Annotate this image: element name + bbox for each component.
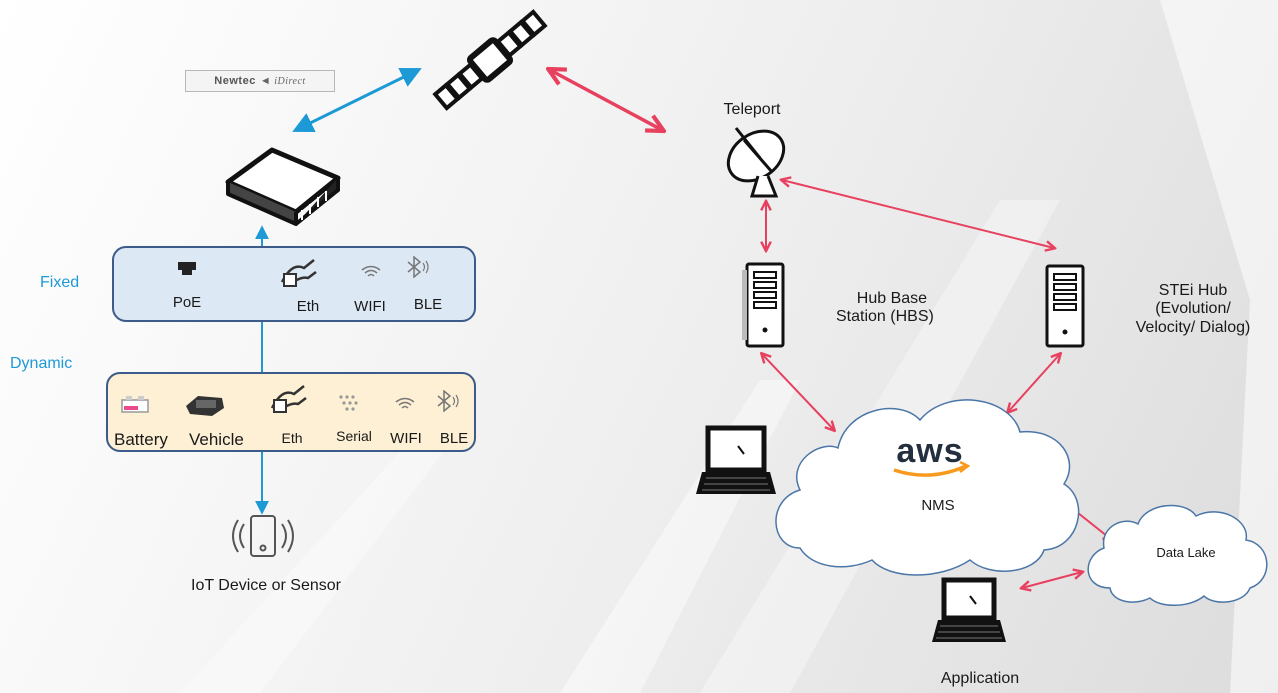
newtec-idirect-logo: Newtec ◄ iDirect — [185, 70, 335, 92]
teleport-stei-link — [782, 180, 1054, 248]
aws-logo-text: aws — [896, 432, 964, 470]
dynamic-serial-label: Serial — [336, 428, 372, 444]
terminal-satellite-link — [292, 67, 422, 133]
fixed-poe-label: PoE — [172, 294, 202, 311]
stei-label-line1: STEi Hub — [1158, 282, 1228, 299]
hbs-label: Hub Base Station (HBS) — [836, 290, 934, 327]
poe-icon — [178, 262, 196, 275]
nms-label: NMS — [921, 497, 955, 514]
bluetooth-icon — [407, 256, 429, 278]
logo-brand: Newtec — [214, 75, 256, 87]
laptop-icon — [696, 425, 776, 494]
application-label: Application — [940, 670, 1020, 687]
fixed-eth-label: Eth — [296, 298, 320, 315]
stei-label-line3: Velocity/ Dialog) — [1135, 318, 1251, 336]
dynamic-eth-label: Eth — [281, 430, 303, 446]
satellite-teleport-link — [550, 70, 662, 130]
satellite-dish-icon — [726, 127, 786, 198]
wifi-icon — [361, 265, 381, 277]
serial-port-icon — [339, 395, 358, 411]
ethernet-cable-icon — [270, 385, 307, 413]
stei-hub-label: STEi Hub (Evolution/ Velocity/ Dialog) — [1113, 282, 1273, 337]
data-lake-cloud — [1087, 504, 1268, 606]
vehicle-connector-icon — [186, 396, 224, 416]
hbs-label-line2: Station (HBS) — [836, 308, 934, 326]
iot-device-label: IoT Device or Sensor — [191, 577, 341, 594]
application-laptop-icon — [932, 577, 1006, 642]
fixed-group-label: Fixed — [40, 274, 80, 291]
stei-server-icon — [1045, 264, 1085, 348]
battery-icon — [121, 396, 149, 413]
fixed-ble-label: BLE — [413, 296, 443, 313]
hbs-cloud-link — [762, 354, 834, 430]
iot-device-icon — [232, 515, 294, 557]
dynamic-ble-label: BLE — [439, 430, 469, 447]
nms-cloud — [775, 399, 1080, 576]
dynamic-group-label: Dynamic — [10, 355, 73, 372]
dynamic-wifi-label: WIFI — [390, 430, 422, 447]
dynamic-vehicle-label: Vehicle — [189, 430, 244, 449]
hbs-label-line1: Hub Base — [856, 290, 928, 307]
stei-label-line2: (Evolution/ — [1155, 300, 1231, 318]
dynamic-battery-label: Battery — [114, 430, 168, 449]
dynamic-interfaces-panel: Battery Vehicle Eth Serial WIFI BLE — [106, 372, 476, 452]
terminal-device-icon — [225, 147, 341, 226]
logo-partner: iDirect — [274, 75, 306, 87]
fixed-wifi-label: WIFI — [354, 298, 386, 315]
data-lake-label: Data Lake — [1156, 545, 1216, 560]
fixed-interfaces-panel: PoE Eth WIFI BLE — [112, 246, 476, 322]
aws-smile — [893, 464, 967, 477]
satellite-icon — [432, 9, 548, 111]
logo-arrow: ◄ — [259, 75, 272, 87]
hbs-server-icon — [742, 262, 785, 348]
stei-cloud-link — [1008, 354, 1060, 412]
bluetooth-icon — [437, 390, 459, 412]
wifi-icon — [395, 397, 415, 409]
app-datalake-link — [1022, 572, 1082, 588]
teleport-label: Teleport — [723, 101, 781, 118]
ethernet-cable-icon — [280, 259, 317, 287]
